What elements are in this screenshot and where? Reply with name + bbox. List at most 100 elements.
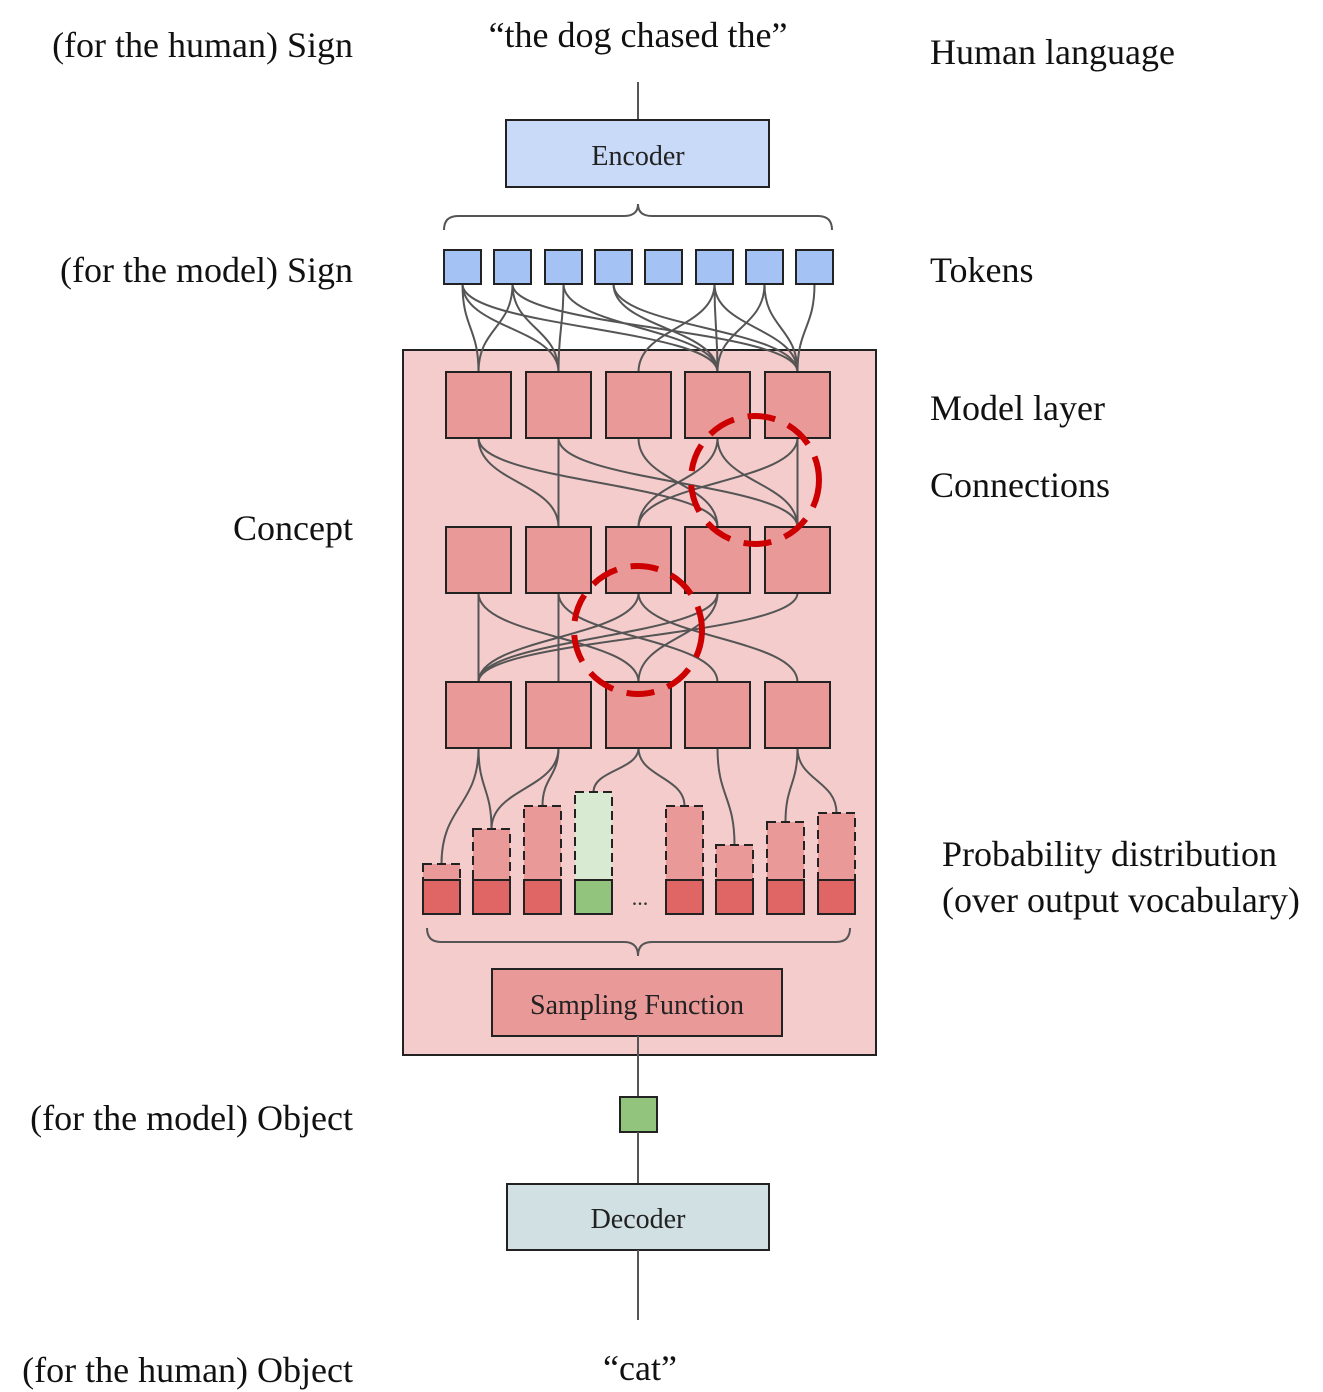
decoder: Decoder	[506, 1183, 770, 1251]
vocabulary-ellipsis: ...	[632, 885, 649, 910]
label-human-language: Human language	[930, 32, 1175, 72]
token-connection	[461, 283, 719, 373]
connection-highlight-circle-lower	[571, 563, 705, 697]
probability-bar-2	[472, 879, 511, 915]
encoder: Encoder	[505, 119, 770, 188]
output-token	[619, 1096, 658, 1133]
layer-1-node-2	[525, 371, 592, 439]
connection-lines	[440, 283, 838, 865]
layer-connection	[716, 437, 799, 528]
label-model-object: (for the model) Object	[30, 1098, 353, 1138]
layer-2-node-1	[445, 526, 512, 594]
token-4	[594, 249, 633, 285]
encoder-box	[505, 119, 770, 188]
probability-bar-4	[574, 879, 613, 915]
connection-highlight-circle-upper	[688, 413, 822, 547]
vocabulary-brace	[426, 927, 851, 957]
token-connection	[637, 283, 716, 373]
probability-bar-1-range	[422, 863, 461, 881]
output-connection	[490, 747, 560, 830]
layer-3-node-1	[445, 681, 512, 749]
output-connection	[541, 747, 560, 807]
output-connection	[477, 747, 493, 830]
input-text: “the dog chased the”	[489, 15, 788, 55]
output-connection	[716, 747, 736, 846]
output-connection	[796, 747, 838, 814]
probability-bar-6-range	[715, 844, 754, 881]
decoder-label: Decoder	[591, 1204, 687, 1235]
model-layers	[445, 371, 831, 749]
probability-bar-1	[422, 879, 461, 915]
layer-1-node-3	[605, 371, 672, 439]
layer-3-node-4	[684, 681, 751, 749]
label-model-layer: Model layer	[930, 388, 1105, 428]
layer-3-node-5	[764, 681, 831, 749]
token-brace	[443, 203, 833, 231]
probability-bar-4-range	[574, 791, 613, 881]
output-connection	[592, 747, 640, 793]
label-probability-distribution: Probability distribution	[942, 834, 1277, 874]
label-output-vocabulary: (over output vocabulary)	[942, 880, 1300, 920]
token-connection	[716, 283, 766, 373]
token-1	[443, 249, 482, 285]
label-tokens: Tokens	[930, 250, 1033, 290]
layer-connection	[637, 437, 799, 528]
probability-bar-6	[715, 879, 754, 915]
token-connection	[612, 283, 799, 373]
layer-1-node-4	[684, 371, 751, 439]
layer-connection	[477, 592, 719, 683]
token-connection	[713, 283, 799, 373]
label-concept: Concept	[233, 508, 353, 548]
layer-connection	[477, 592, 640, 683]
probability-bar-5	[665, 879, 704, 915]
token-connection	[796, 283, 816, 373]
token-7	[745, 249, 784, 285]
layer-3-node-2	[525, 681, 592, 749]
layer-2-node-2	[525, 526, 592, 594]
layer-connection	[637, 437, 719, 528]
layer-1-node-1	[445, 371, 512, 439]
probability-bar-8	[817, 879, 856, 915]
layer-connection	[477, 592, 799, 683]
token-connection	[511, 283, 560, 373]
output-connection	[784, 747, 799, 823]
label-human-sign: (for the human) Sign	[52, 25, 353, 65]
sampling-function: Sampling Function	[491, 968, 783, 1037]
probability-bar-7-range	[766, 821, 805, 881]
probability-bar-3	[523, 879, 562, 915]
token-connection	[461, 283, 480, 373]
encoder-label: Encoder	[591, 141, 685, 172]
probability-bars	[422, 791, 856, 915]
token-2	[493, 249, 532, 285]
token-8	[795, 249, 834, 285]
probability-bar-2-range	[472, 828, 511, 881]
probability-bar-8-range	[817, 812, 856, 881]
decoder-box	[506, 1183, 770, 1251]
probability-bar-5-range	[665, 805, 704, 881]
label-connections: Connections	[930, 465, 1110, 505]
token-connection	[713, 283, 719, 373]
output-connection	[440, 747, 480, 865]
output-text: “cat”	[603, 1348, 677, 1388]
layer-connection	[637, 592, 719, 683]
token-connection	[763, 283, 799, 373]
token-connection	[562, 283, 719, 373]
label-model-sign: (for the model) Sign	[60, 250, 353, 290]
token-connection	[557, 283, 565, 373]
token-6	[695, 249, 734, 285]
layer-1-node-5	[764, 371, 831, 439]
label-human-object: (for the human) Object	[22, 1350, 353, 1390]
layer-connection	[637, 592, 799, 683]
layer-2-node-3	[605, 526, 672, 594]
layer-connection	[477, 437, 560, 528]
layer-2-node-5	[764, 526, 831, 594]
layer-2-node-4	[684, 526, 751, 594]
token-5	[644, 249, 683, 285]
token-connection	[612, 283, 719, 373]
token-connection	[477, 283, 514, 373]
layer-connection	[477, 437, 719, 528]
token-row	[443, 249, 834, 285]
sampling-function-label: Sampling Function	[530, 990, 744, 1021]
token-connection	[461, 283, 560, 373]
